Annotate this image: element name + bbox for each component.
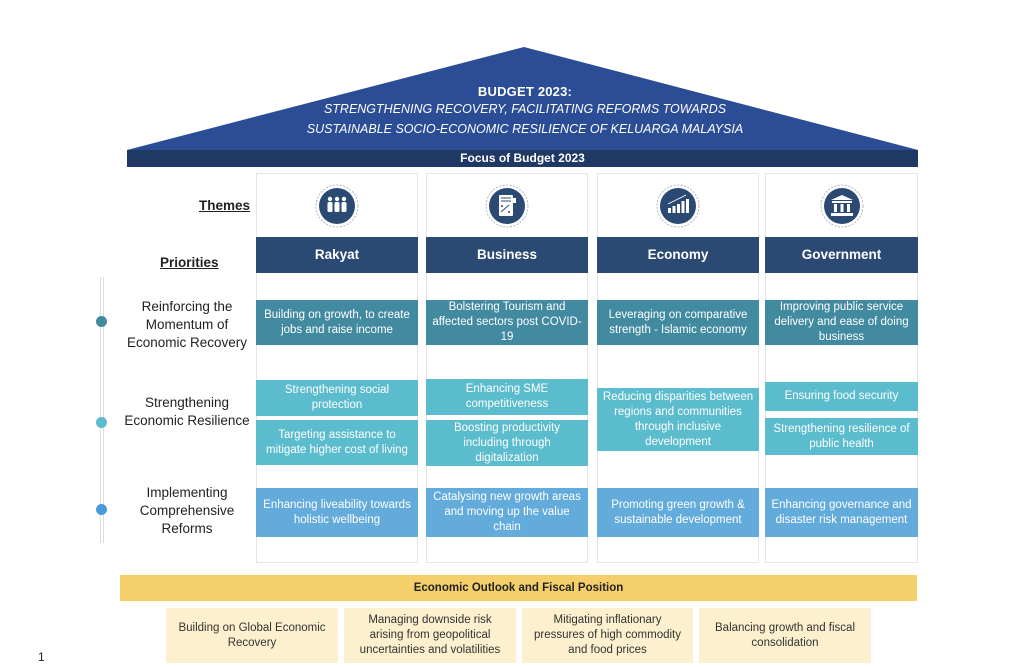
priority-cell: Building on growth, to create jobs and r… <box>256 300 418 345</box>
timeline-dot-recovery <box>96 316 107 327</box>
priority-label-reforms: Implementing Comprehensive Reforms <box>139 485 235 536</box>
priority-label-recovery: Reinforcing the Momentum of Economic Rec… <box>126 299 248 350</box>
priority-cell: Ensuring food security <box>765 382 918 411</box>
priority-label-resilience: Strengthening Economic Resilience <box>124 395 250 428</box>
timeline-line <box>100 277 104 543</box>
government-building-icon <box>820 184 864 228</box>
priority-cell: Promoting green growth & sustainable dev… <box>597 488 759 537</box>
themes-label: Themes <box>199 198 251 213</box>
budget-subtitle-line2: SUSTAINABLE SOCIO-ECONOMIC RESILIENCE OF… <box>306 122 744 136</box>
timeline-dot-resilience <box>96 417 107 428</box>
priority-cell: Enhancing liveability towards holistic w… <box>256 488 418 537</box>
outlook-item: Mitigating inflationary pressures of hig… <box>522 608 693 663</box>
priority-cell: Targeting assistance to mitigate higher … <box>256 420 418 465</box>
theme-header-business: Business <box>426 237 588 273</box>
budget-title: BUDGET 2023: <box>477 84 573 99</box>
outlook-item: Building on Global Economic Recovery <box>166 608 338 663</box>
priority-cell: Leveraging on comparative strength - Isl… <box>597 300 759 345</box>
timeline-dot-reforms <box>96 504 107 515</box>
priority-cell: Strengthening social protection <box>256 380 418 416</box>
theme-header-government: Government <box>765 237 918 273</box>
page-number: 1 <box>38 650 45 664</box>
priority-cell: Improving public service delivery and ea… <box>765 300 918 345</box>
priorities-label: Priorities <box>160 255 219 270</box>
theme-header-economy: Economy <box>597 237 759 273</box>
business-plan-icon <box>485 184 529 228</box>
growth-chart-icon <box>656 184 700 228</box>
roof-triangle <box>127 47 918 150</box>
economic-outlook-bar: Economic Outlook and Fiscal Position <box>120 575 917 601</box>
priority-cell: Bolstering Tourism and affected sectors … <box>426 300 588 345</box>
priority-cell: Enhancing governance and disaster risk m… <box>765 488 918 537</box>
focus-bar: Focus of Budget 2023 <box>127 150 918 167</box>
people-group-icon <box>315 184 359 228</box>
theme-header-rakyat: Rakyat <box>256 237 418 273</box>
outlook-item: Managing downside risk arising from geop… <box>344 608 516 663</box>
priority-cell: Boosting productivity including through … <box>426 420 588 466</box>
outlook-item: Balancing growth and fiscal consolidatio… <box>699 608 871 663</box>
priority-cell: Reducing disparities between regions and… <box>597 388 759 451</box>
priority-cell: Strengthening resilience of public healt… <box>765 418 918 455</box>
budget-subtitle-line1: STRENGTHENING RECOVERY, FACILITATING REF… <box>323 102 727 116</box>
priority-cell: Enhancing SME competitiveness <box>426 379 588 415</box>
priority-cell: Catalysing new growth areas and moving u… <box>426 488 588 537</box>
